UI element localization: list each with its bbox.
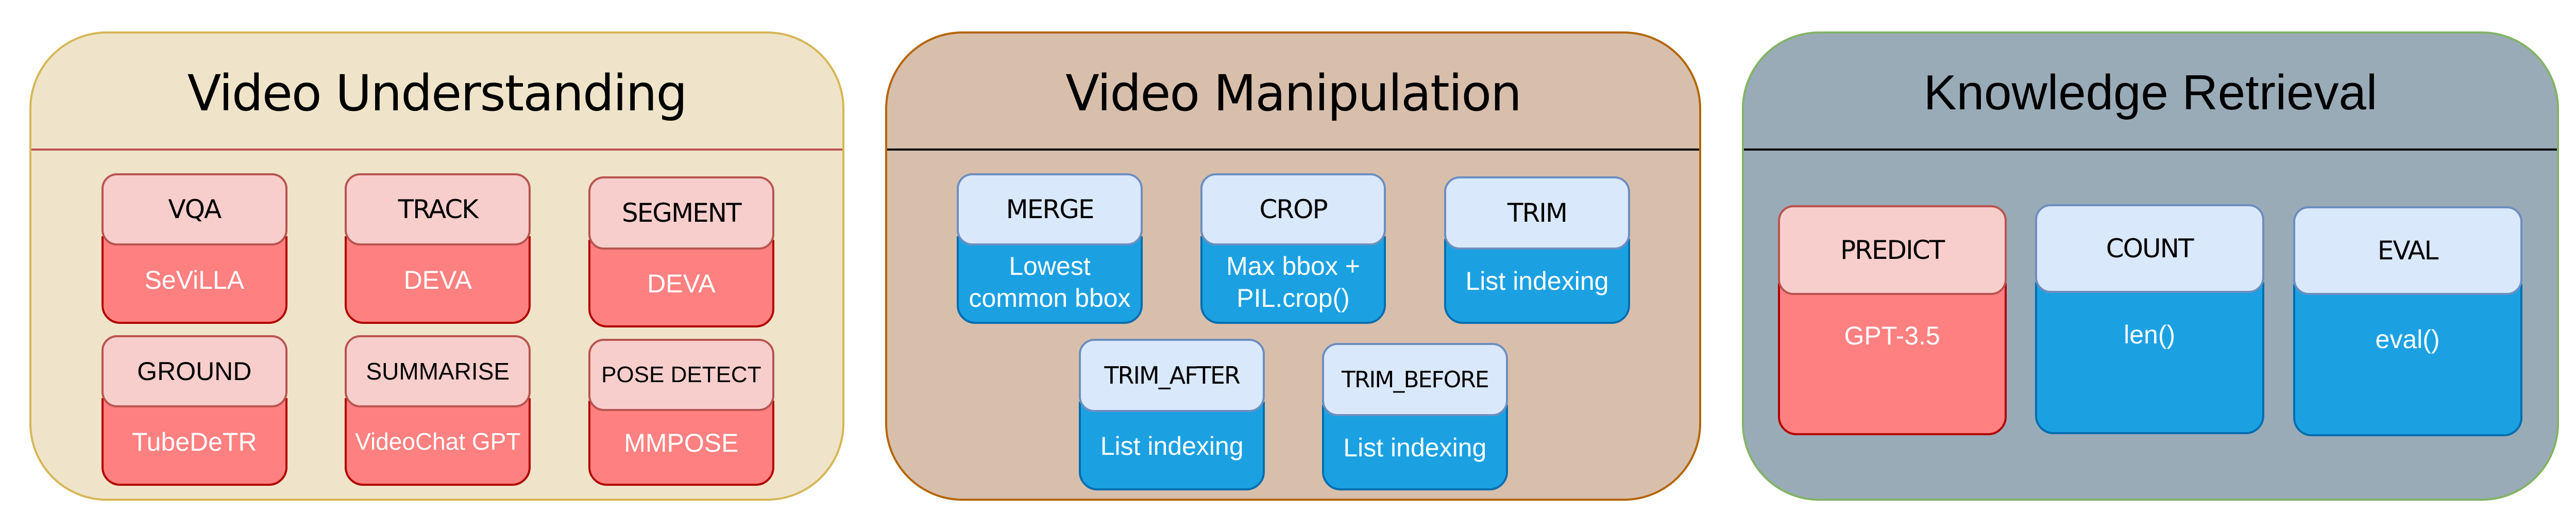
card-trim: List indexing TRIM — [1444, 176, 1630, 324]
card-impl: Lowest common bbox — [957, 236, 1143, 324]
panel-title: Video Manipulation — [1065, 64, 1522, 122]
card-crop: Max bbox + PIL.crop() CROP — [1200, 173, 1386, 324]
card-impl: List indexing — [1321, 405, 1508, 490]
divider — [31, 149, 843, 151]
card-trim-before: List indexing TRIM_BEFORE — [1321, 343, 1508, 490]
card-name: PREDICT — [1777, 205, 2007, 295]
card-eval: eval() EVAL — [2293, 206, 2522, 436]
card-name: SEGMENT — [588, 176, 774, 250]
card-name: EVAL — [2293, 206, 2522, 295]
card-name: TRACK — [345, 173, 531, 245]
card-segment: DEVA SEGMENT — [588, 176, 774, 327]
card-ground: TubeDeTR GROUND — [101, 335, 287, 486]
card-impl: MMPOSE — [588, 401, 774, 486]
card-impl: SeViLLA — [101, 236, 287, 324]
card-pose-detect: MMPOSE POSE DETECT — [588, 339, 774, 486]
card-name: TRIM_AFTER — [1079, 339, 1265, 412]
panel-title: Video Understanding — [187, 64, 688, 122]
card-impl: len() — [2035, 282, 2264, 434]
card-name: GROUND — [101, 335, 287, 407]
card-count: len() COUNT — [2035, 204, 2264, 434]
card-name: VQA — [101, 173, 287, 245]
divider — [1743, 149, 2557, 151]
card-merge: Lowest common bbox MERGE — [957, 173, 1143, 324]
card-impl: GPT-3.5 — [1777, 283, 2007, 435]
card-name: CROP — [1200, 173, 1386, 245]
card-impl: TubeDeTR — [101, 398, 287, 486]
card-name: COUNT — [2035, 204, 2264, 293]
card-track: DEVA TRACK — [345, 173, 531, 324]
card-predict: GPT-3.5 PREDICT — [1777, 205, 2007, 435]
card-vqa: SeViLLA VQA — [101, 173, 287, 324]
card-impl: eval() — [2293, 284, 2522, 436]
card-impl: VideoChat GPT — [345, 398, 531, 486]
card-impl: List indexing — [1444, 239, 1630, 324]
card-name: TRIM — [1444, 176, 1630, 250]
card-trim-after: List indexing TRIM_AFTER — [1079, 339, 1265, 490]
card-name: TRIM_BEFORE — [1321, 343, 1508, 416]
card-name: SUMMARISE — [345, 335, 531, 407]
card-impl: Max bbox + PIL.crop() — [1200, 236, 1386, 324]
divider — [887, 149, 1700, 151]
card-impl: List indexing — [1079, 402, 1265, 490]
card-impl: DEVA — [588, 240, 774, 327]
card-summarise: VideoChat GPT SUMMARISE — [345, 335, 531, 486]
panel-title: Knowledge Retrieval — [1923, 65, 2378, 120]
card-impl: DEVA — [345, 236, 531, 324]
card-name: MERGE — [957, 173, 1143, 245]
card-name: POSE DETECT — [588, 339, 774, 411]
